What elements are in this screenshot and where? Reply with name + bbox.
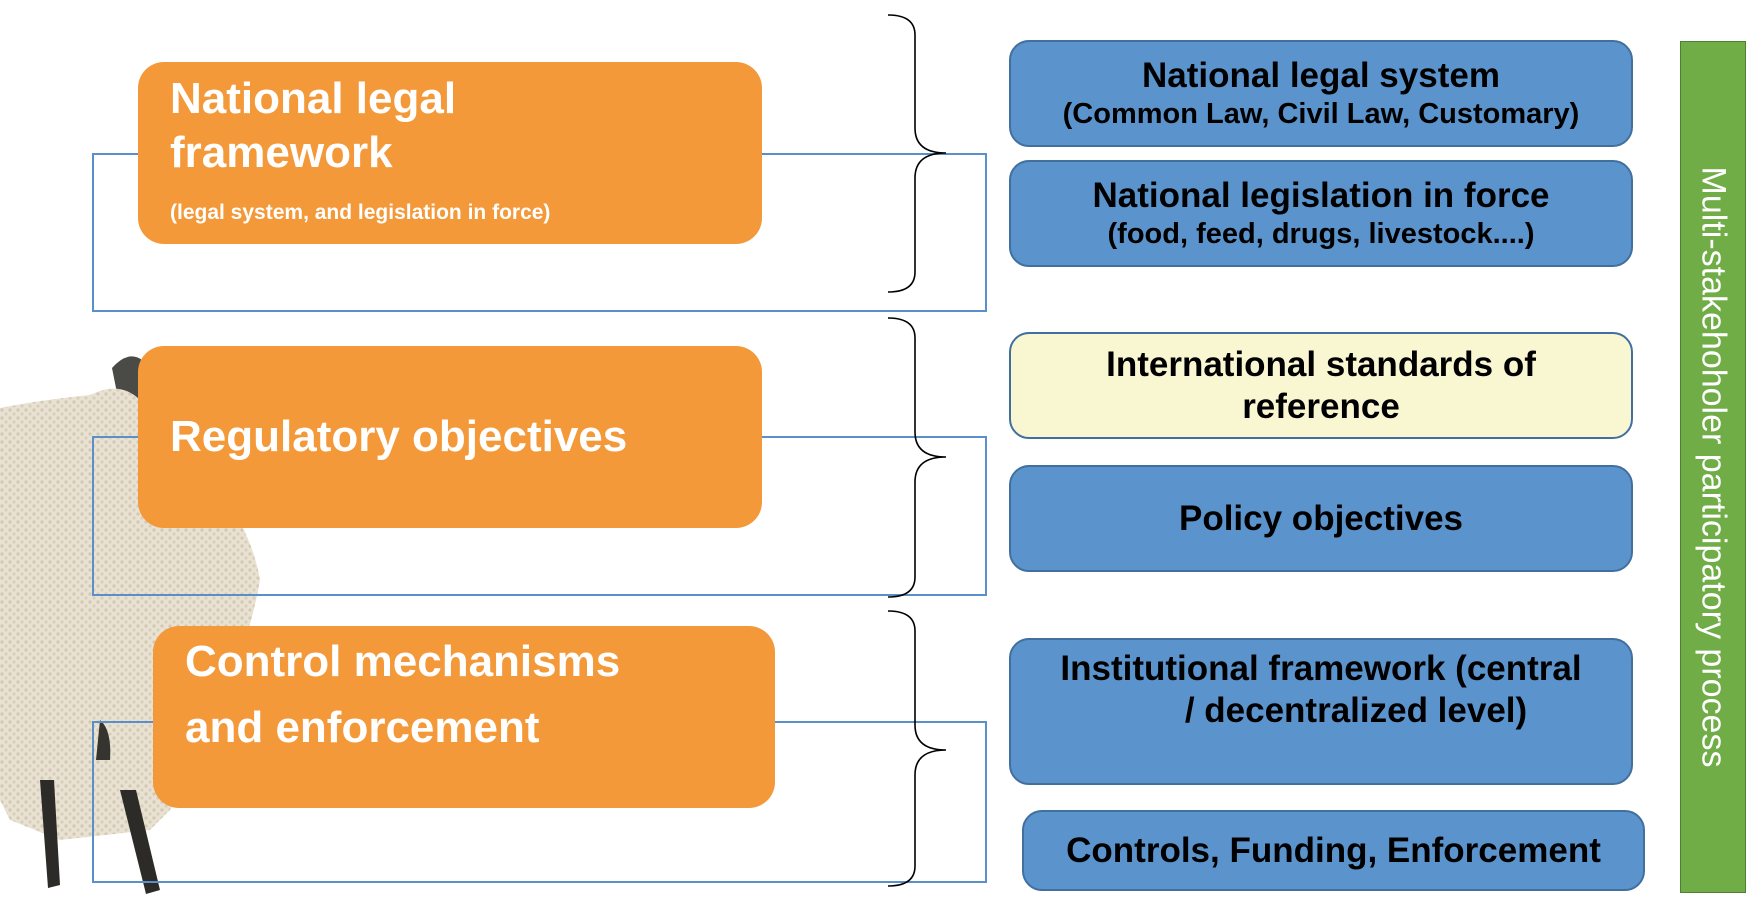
item-box-controls-funding-enforcement: Controls, Funding, Enforcement [1022, 810, 1645, 891]
item-line-2: / decentralized level) [1184, 691, 1528, 730]
category-title-line-1: Control mechanisms [185, 637, 621, 686]
item-line-1: Controls, Funding, Enforcement [1066, 830, 1601, 870]
item-box-national-legislation: National legislation in force (food, fee… [1009, 160, 1633, 267]
category-box-national-legal-framework: National legal framework (legal system, … [138, 62, 762, 244]
item-box-policy-objectives: Policy objectives [1009, 465, 1633, 572]
category-box-regulatory-objectives: Regulatory objectives [138, 346, 762, 528]
item-box-institutional-framework: Institutional framework (central / decen… [1009, 638, 1633, 785]
side-label-text: Multi-stakehoholer participatory process [1694, 166, 1733, 768]
category-box-control-mechanisms: Control mechanisms and enforcement [153, 626, 775, 808]
category-subtitle: (legal system, and legislation in force) [170, 201, 551, 225]
category-title-line-1: National legal [170, 74, 457, 123]
side-label-bar: Multi-stakehoholer participatory process [1680, 41, 1746, 893]
item-line-1: International standards of [1106, 344, 1536, 384]
item-box-international-standards: International standards of reference [1009, 332, 1633, 439]
item-line-2: (food, feed, drugs, livestock....) [1107, 218, 1535, 251]
item-line-1: National legislation in force [1092, 176, 1550, 216]
category-title-line-2: framework [170, 127, 393, 177]
category-title-line-2: and enforcement [185, 703, 540, 752]
item-box-national-legal-system: National legal system (Common Law, Civil… [1009, 40, 1633, 147]
category-title-line-1: Regulatory objectives [170, 412, 628, 462]
item-line-2: reference [1242, 386, 1400, 426]
item-line-2: (Common Law, Civil Law, Customary) [1062, 98, 1580, 131]
item-line-1: Institutional framework (central [1060, 649, 1582, 688]
item-line-1: National legal system [1142, 56, 1500, 96]
item-line-1: Policy objectives [1178, 498, 1464, 538]
